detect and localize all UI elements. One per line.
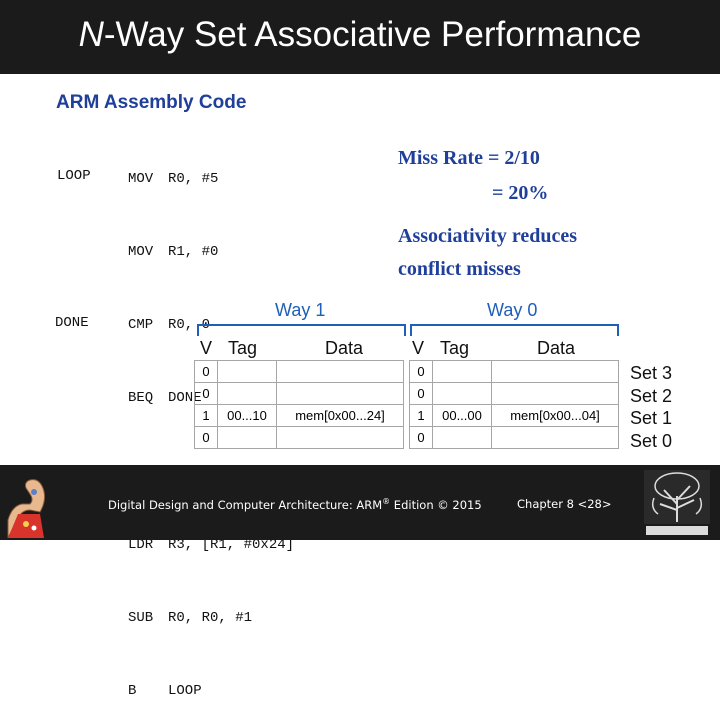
way0-label: Way 0 — [487, 300, 538, 320]
cache-table: 0 0 0 0 1 00...10 mem[0x00...24] 1 00...… — [194, 360, 619, 449]
table-row: 0 0 — [194, 360, 619, 383]
cell-tag — [432, 426, 492, 449]
code-op: SUB — [128, 610, 154, 627]
cell-tag — [217, 426, 277, 449]
cell-tag — [432, 382, 492, 405]
table-row: 0 0 — [194, 426, 619, 449]
way0-bracket — [410, 324, 619, 336]
cell-v: 0 — [409, 382, 433, 405]
code-op: MOV — [128, 244, 154, 261]
code-args: R0, #5 — [168, 170, 219, 187]
cell-v: 1 — [194, 404, 218, 427]
code-args: R1, #0 — [168, 244, 219, 261]
footer-book: Digital Design and Computer Architecture… — [108, 497, 482, 512]
cell-tag: 00...00 — [432, 404, 492, 427]
code-op: MOV — [128, 170, 154, 187]
cell-data: mem[0x00...04] — [491, 404, 619, 427]
cell-data — [276, 426, 404, 449]
cell-data: mem[0x00...24] — [276, 404, 404, 427]
elsevier-tree-logo — [644, 470, 710, 535]
set-label: Set 1 — [630, 408, 673, 428]
cell-tag: 00...10 — [217, 404, 277, 427]
set-label: Set 0 — [630, 430, 673, 451]
slide-title: N-Way Set Associative Performance — [0, 14, 720, 56]
table-row: 1 00...10 mem[0x00...24] 1 00...00 mem[0… — [194, 404, 619, 427]
cell-v: 0 — [409, 360, 433, 383]
title-rest: -Way Set Associative Performance — [103, 15, 642, 54]
way1-label: Way 1 — [275, 300, 326, 320]
table-row: 0 0 — [194, 382, 619, 405]
cell-data — [491, 360, 619, 383]
cell-tag — [432, 360, 492, 383]
way1-bracket — [197, 324, 406, 336]
footer-registered-mark: ® — [382, 497, 391, 506]
way1-header-tag: Tag — [228, 338, 258, 358]
code-op: B — [128, 683, 137, 700]
miss-rate-line1: Miss Rate = 2/10 — [398, 147, 540, 169]
subheading: ARM Assembly Code — [56, 92, 247, 113]
set-label: Set 3 — [630, 363, 673, 383]
note-line1: Associativity reduces — [398, 225, 578, 247]
cell-data — [491, 426, 619, 449]
title-n: N — [78, 15, 104, 54]
cell-v: 1 — [409, 404, 433, 427]
cell-tag — [217, 382, 277, 405]
way1-header-data: Data — [325, 338, 364, 358]
code-args: DONE — [168, 390, 202, 407]
miss-rate-line2: = 20% — [492, 182, 549, 204]
cell-v: 0 — [194, 426, 218, 449]
flexed-arm-icon — [7, 479, 46, 539]
way1-header-v: V — [200, 338, 213, 358]
way0-header-tag: Tag — [440, 338, 470, 358]
code-label-loop: LOOP — [57, 168, 91, 184]
cell-data — [491, 382, 619, 405]
cell-v: 0 — [194, 382, 218, 405]
cell-v: 0 — [194, 360, 218, 383]
code-opcodes: MOV MOV CMP BEQ LDR LDR SUB B — [128, 118, 153, 728]
footer-chapter: Chapter 8 <28> — [517, 497, 612, 511]
code-op: BEQ — [128, 390, 154, 407]
code-op: CMP — [128, 317, 154, 334]
code-args: LOOP — [168, 683, 202, 700]
way0-header-data: Data — [537, 338, 576, 358]
title-bar — [0, 0, 720, 74]
code-label-done: DONE — [55, 315, 89, 331]
cell-v: 0 — [409, 426, 433, 449]
way0-header-v: V — [412, 338, 425, 358]
cell-data — [276, 382, 404, 405]
set-label: Set 2 — [630, 385, 673, 406]
set-labels: Set 3 Set 2 Set 1 Set 0 — [630, 362, 672, 452]
footer-book-suffix: Edition © 2015 — [390, 497, 482, 512]
note-line2: conflict misses — [398, 258, 521, 280]
code-args: R0, R0, #1 — [168, 610, 253, 627]
cell-tag — [217, 360, 277, 383]
footer-book-prefix: Digital Design and Computer Architecture… — [108, 497, 383, 512]
footer-bar — [0, 465, 720, 540]
cell-data — [276, 360, 404, 383]
